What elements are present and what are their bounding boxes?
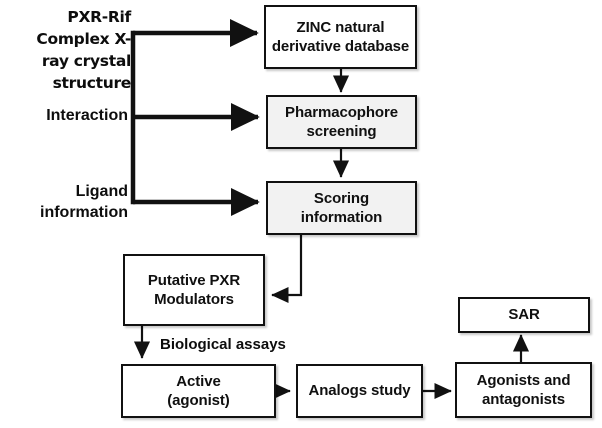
node-sar[interactable]: SAR [458,297,590,333]
edge-input-trunk [130,19,260,216]
edge-scoring-to-modulators [271,235,303,304]
node-scoring-information[interactable]: Scoring information [266,181,417,235]
node-analogs-study-label: Analogs study [308,382,411,400]
input-label-interaction: Interaction [46,107,128,124]
node-active-agonist-label: Active (agonist) [167,372,230,409]
node-agonists-and-antagonists[interactable]: Agonists and antagonists [455,362,592,418]
node-zinc-database[interactable]: ZINC natural derivative database [264,5,417,69]
node-sar-label: SAR [508,306,540,324]
edge-label-biological-assays: Biological assays [160,336,286,353]
input-label-ligand-information: Ligand information [40,183,128,221]
node-analogs-study[interactable]: Analogs study [296,364,423,418]
node-pharmacophore-screening[interactable]: Pharmacophore screening [266,95,417,149]
node-putative-pxr-modulators[interactable]: Putative PXR Modulators [123,254,265,326]
input-label-pxr-rif-structure: PXR-Rif Complex X- ray crystal structure [36,8,131,92]
node-agonists-and-antagonists-label: Agonists and antagonists [476,371,571,408]
node-putative-pxr-modulators-label: Putative PXR Modulators [147,271,241,308]
node-scoring-information-label: Scoring information [300,189,383,226]
node-pharmacophore-screening-label: Pharmacophore screening [285,103,398,140]
node-zinc-database-label: ZINC natural derivative database [271,18,410,55]
node-active-agonist[interactable]: Active (agonist) [121,364,276,418]
